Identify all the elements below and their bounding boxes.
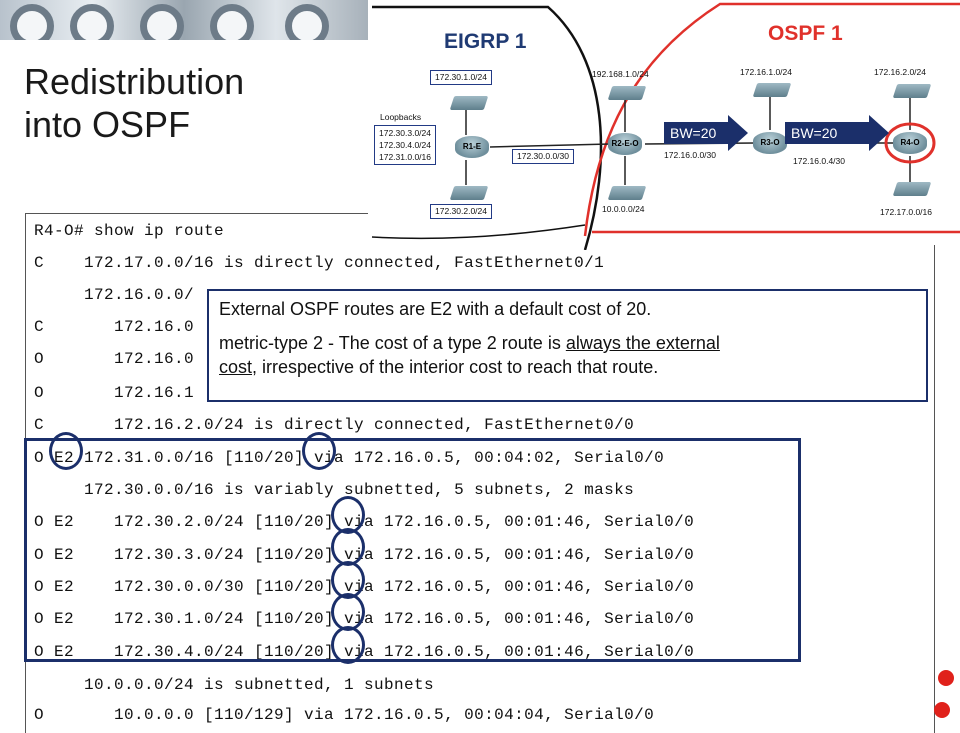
terminal-line: C 172.16.0: [34, 318, 195, 336]
network-label: 172.17.0.0/16: [880, 207, 932, 217]
switch-icon: [449, 186, 489, 200]
callout-text: metric-type 2 - The cost of a type 2 rou…: [219, 333, 566, 353]
nav-dot[interactable]: [938, 670, 954, 686]
bandwidth-arrow: BW=20: [785, 115, 889, 151]
terminal-line: O 172.16.0: [34, 350, 195, 368]
explanation-callout: External OSPF routes are E2 with a defau…: [207, 289, 928, 402]
loopbacks-label: Loopbacks: [380, 112, 422, 122]
ring-graphic: [10, 4, 54, 40]
switch-icon: [892, 182, 932, 196]
switch-icon: [892, 84, 932, 98]
loopback-network: 172.30.4.0/24: [379, 140, 431, 150]
terminal-line: R4-O# show ip route: [34, 222, 225, 240]
ring-graphic: [285, 4, 329, 40]
network-label: 172.16.0.0/30: [664, 150, 716, 160]
nav-dot[interactable]: [934, 702, 950, 718]
ospf-label: OSPF 1: [768, 22, 843, 45]
terminal-line: 172.16.0.0/: [34, 286, 195, 304]
e2-routes-highlight: [24, 438, 801, 662]
switch-icon: [752, 83, 792, 97]
terminal-line: C 172.16.2.0/24 is directly connected, F…: [34, 416, 635, 434]
eigrp-boundary-bottom: [371, 224, 586, 240]
e2-circle: [49, 432, 83, 470]
switch-icon: [449, 96, 489, 110]
network-label: 10.0.0.0/24: [602, 204, 645, 214]
terminal-line: O 172.16.1: [34, 384, 195, 402]
loopback-network: 172.31.0.0/16: [379, 152, 431, 162]
terminal-line: O 10.0.0.0 [110/129] via 172.16.0.5, 00:…: [34, 706, 655, 724]
router-r1: R1-E: [455, 136, 489, 158]
callout-line: External OSPF routes are E2 with a defau…: [219, 299, 652, 319]
network-label: 172.16.2.0/24: [874, 67, 926, 77]
bandwidth-arrow: BW=20: [664, 115, 748, 151]
bandwidth-label: BW=20: [664, 122, 728, 144]
network-label: 172.16.0.4/30: [793, 156, 845, 166]
arrow-head: [728, 115, 748, 151]
eigrp-label: EIGRP 1: [444, 30, 527, 53]
network-box: 172.30.2.0/24: [430, 204, 492, 219]
loopbacks-box: 172.30.3.0/24 172.30.4.0/24 172.31.0.0/1…: [374, 125, 436, 165]
terminal-line: O E2 172.30.4.0/24 [110/20] via 172.16.0…: [34, 643, 695, 661]
terminal-line: O E2 172.30.3.0/24 [110/20] via 172.16.0…: [34, 546, 695, 564]
network-box: 172.30.0.0/30: [512, 149, 574, 164]
callout-underline: cost: [219, 357, 253, 377]
network-label: 192.168.1.0/24: [592, 69, 649, 79]
callout-line: metric-type 2 - The cost of a type 2 rou…: [219, 331, 916, 379]
router-r4: R4-O: [893, 132, 927, 154]
switch-icon: [607, 186, 647, 200]
eigrp-boundary: [372, 5, 603, 250]
callout-text: , irrespective of the interior cost to r…: [252, 357, 659, 377]
terminal-line: C 172.17.0.0/16 is directly connected, F…: [34, 254, 605, 272]
link: [489, 143, 611, 148]
network-label: 172.16.1.0/24: [740, 67, 792, 77]
banner-image: [0, 0, 368, 40]
terminal-line: 10.0.0.0/24 is subnetted, 1 subnets: [34, 676, 435, 694]
loopback-network: 172.30.3.0/24: [379, 128, 431, 138]
ring-graphic: [70, 4, 114, 40]
terminal-line: O E2 172.30.0.0/30 [110/20] via 172.16.0…: [34, 578, 695, 596]
switch-icon: [607, 86, 647, 100]
metric-circle: [302, 432, 336, 470]
metric-circle: [331, 626, 365, 664]
slide-title: Redistribution into OSPF: [24, 60, 244, 146]
router-r3: R3-O: [753, 132, 787, 154]
network-box: 172.30.1.0/24: [430, 70, 492, 85]
router-r2: R2-E-O: [608, 133, 642, 155]
diagram-boundaries: [371, 2, 960, 250]
bandwidth-label: BW=20: [785, 122, 869, 144]
terminal-line: O E2 172.30.1.0/24 [110/20] via 172.16.0…: [34, 610, 695, 628]
slide-title-line1: Redistribution: [24, 61, 245, 102]
terminal-line: 172.30.0.0/16 is variably subnetted, 5 s…: [34, 481, 635, 499]
slide-title-line2: into OSPF: [24, 104, 191, 145]
arrow-head: [869, 115, 889, 151]
ring-graphic: [140, 4, 184, 40]
ring-graphic: [210, 4, 254, 40]
callout-underline: always the external: [565, 333, 720, 353]
